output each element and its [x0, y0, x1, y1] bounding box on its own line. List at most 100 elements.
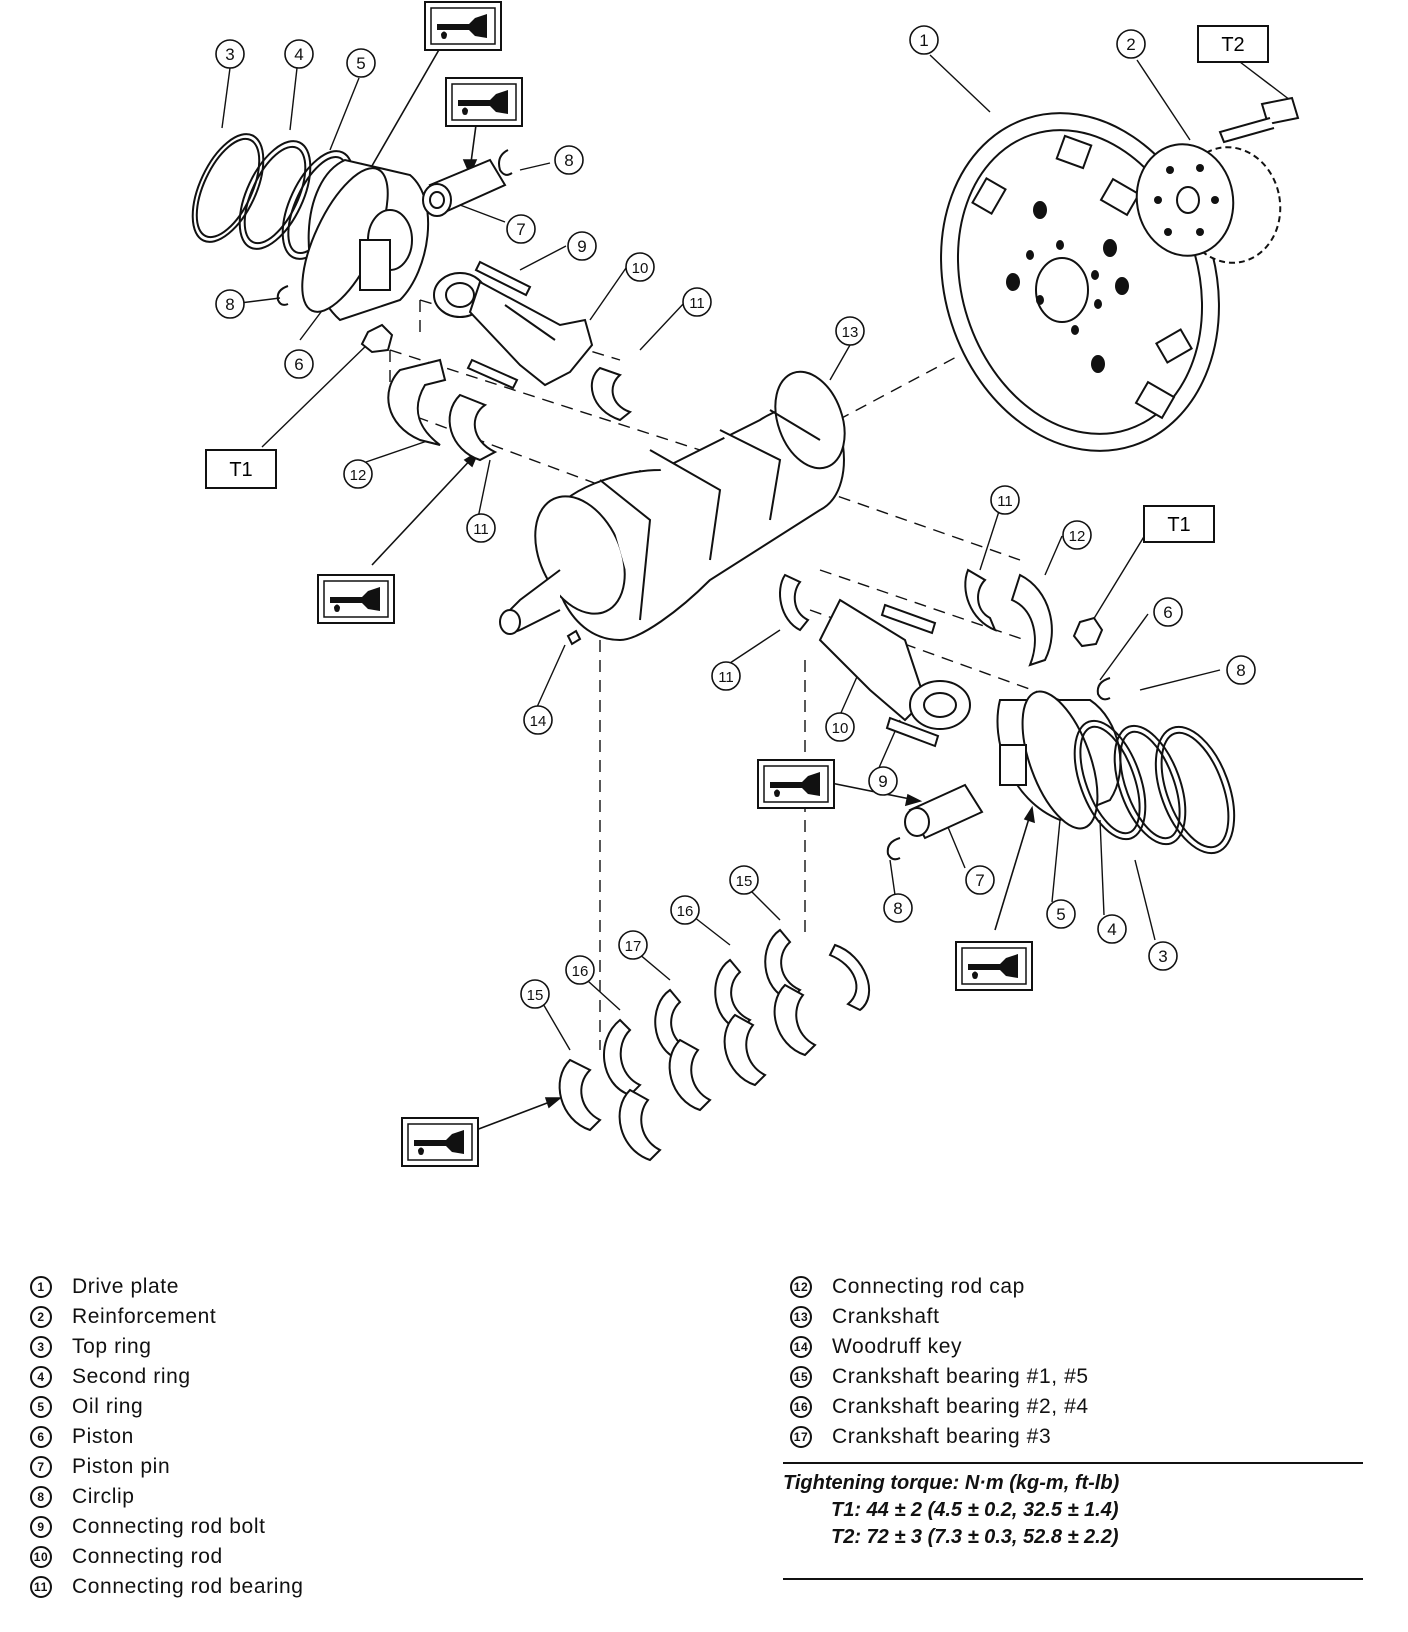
svg-text:3: 3: [225, 45, 234, 64]
torque-t1: T1: 44 ± 2 (4.5 ± 0.2, 32.5 ± 1.4): [831, 1499, 1119, 1521]
circlip-right-top: [1096, 677, 1111, 701]
svg-text:13: 13: [842, 324, 859, 341]
exploded-diagram: T2 T1 T1 1 2 3 4 5 8 7 9 10 11 8 6 13 12…: [191, 1, 1300, 1167]
oil-symbol: [317, 574, 395, 624]
callout-7: 7: [506, 214, 536, 244]
reinforcement: [1135, 143, 1282, 264]
svg-text:8: 8: [893, 899, 902, 918]
callout-8: 8: [1226, 655, 1256, 685]
torque-tag-t1-left: T1: [205, 449, 277, 489]
callout-9: 9: [868, 766, 898, 796]
svg-text:17: 17: [625, 938, 642, 955]
torque-t2: T2: 72 ± 3 (7.3 ± 0.3, 52.8 ± 2.2): [831, 1526, 1119, 1548]
callout-12: 12: [343, 459, 373, 489]
circlip-left-top: [498, 149, 513, 176]
svg-text:2: 2: [1126, 35, 1135, 54]
svg-text:11: 11: [473, 521, 489, 538]
callout-14: 14: [523, 705, 553, 735]
svg-text:1: 1: [919, 31, 928, 50]
svg-text:4: 4: [294, 45, 303, 64]
callout-3: 3: [1148, 941, 1178, 971]
callout-8: 8: [215, 289, 245, 319]
callout-6: 6: [1153, 597, 1183, 627]
svg-text:15: 15: [736, 873, 753, 890]
crankshaft-bearings: [558, 928, 871, 1162]
piston-pin-right: [904, 783, 984, 840]
svg-text:8: 8: [225, 295, 234, 314]
svg-text:7: 7: [975, 871, 984, 890]
callout-2: 2: [1116, 29, 1146, 59]
svg-text:5: 5: [356, 54, 365, 73]
callout-4: 4: [284, 39, 314, 69]
svg-text:8: 8: [564, 151, 573, 170]
connecting-rod-right: [818, 598, 971, 748]
oil-symbol: [424, 1, 502, 51]
oil-symbol: [445, 77, 523, 127]
circlip-left-bottom: [276, 285, 289, 306]
callout-15: 15: [520, 979, 550, 1009]
svg-text:4: 4: [1107, 920, 1116, 939]
drive-plate: [940, 112, 1220, 452]
callout-11: 11: [711, 661, 741, 691]
oil-symbol: [401, 1117, 479, 1167]
drive-plate-bolt: [1218, 96, 1300, 144]
circlip-right-bottom: [886, 837, 901, 861]
oil-symbol: [955, 941, 1033, 991]
callout-13: 13: [835, 316, 865, 346]
svg-text:12: 12: [1069, 528, 1086, 545]
svg-text:6: 6: [294, 355, 303, 374]
callout-11: 11: [466, 513, 496, 543]
svg-text:T1: T1: [1167, 514, 1190, 536]
svg-text:6: 6: [1163, 603, 1172, 622]
svg-text:16: 16: [677, 903, 694, 920]
svg-text:T1: T1: [229, 459, 252, 481]
svg-text:11: 11: [718, 669, 734, 686]
svg-text:9: 9: [577, 237, 586, 256]
callout-7: 7: [965, 865, 995, 895]
piston-pin-left: [422, 158, 507, 217]
svg-text:15: 15: [527, 987, 544, 1004]
woodruff-key: [566, 629, 582, 646]
svg-text:11: 11: [689, 295, 705, 312]
torque-heading: Tightening torque: N·m (kg-m, ft-lb): [783, 1472, 1120, 1494]
oil-symbol: [757, 759, 835, 809]
callout-12: 12: [1062, 520, 1092, 550]
torque-tag-t2: T2: [1197, 25, 1269, 63]
callout-4: 4: [1097, 914, 1127, 944]
nut-left: [360, 323, 394, 354]
connecting-rod-cap-right: [1010, 573, 1053, 667]
svg-text:5: 5: [1056, 905, 1065, 924]
svg-text:10: 10: [632, 260, 649, 277]
callout-8: 8: [883, 893, 913, 923]
svg-text:11: 11: [997, 493, 1013, 510]
torque-tag-t1-right: T1: [1143, 505, 1215, 543]
svg-text:3: 3: [1158, 947, 1167, 966]
nut-right: [1072, 616, 1104, 648]
callout-17: 17: [618, 930, 648, 960]
callout-5: 5: [1046, 899, 1076, 929]
callout-5: 5: [346, 48, 376, 78]
callout-10: 10: [625, 252, 655, 282]
tightening-torque-note: Tightening torque: N·m (kg-m, ft-lb) T1:…: [783, 1462, 1363, 1580]
callout-15: 15: [729, 865, 759, 895]
svg-text:9: 9: [878, 772, 887, 791]
callout-6: 6: [284, 349, 314, 379]
svg-text:12: 12: [350, 467, 367, 484]
connecting-rod-cap-left: [387, 358, 633, 462]
svg-text:14: 14: [530, 713, 547, 730]
